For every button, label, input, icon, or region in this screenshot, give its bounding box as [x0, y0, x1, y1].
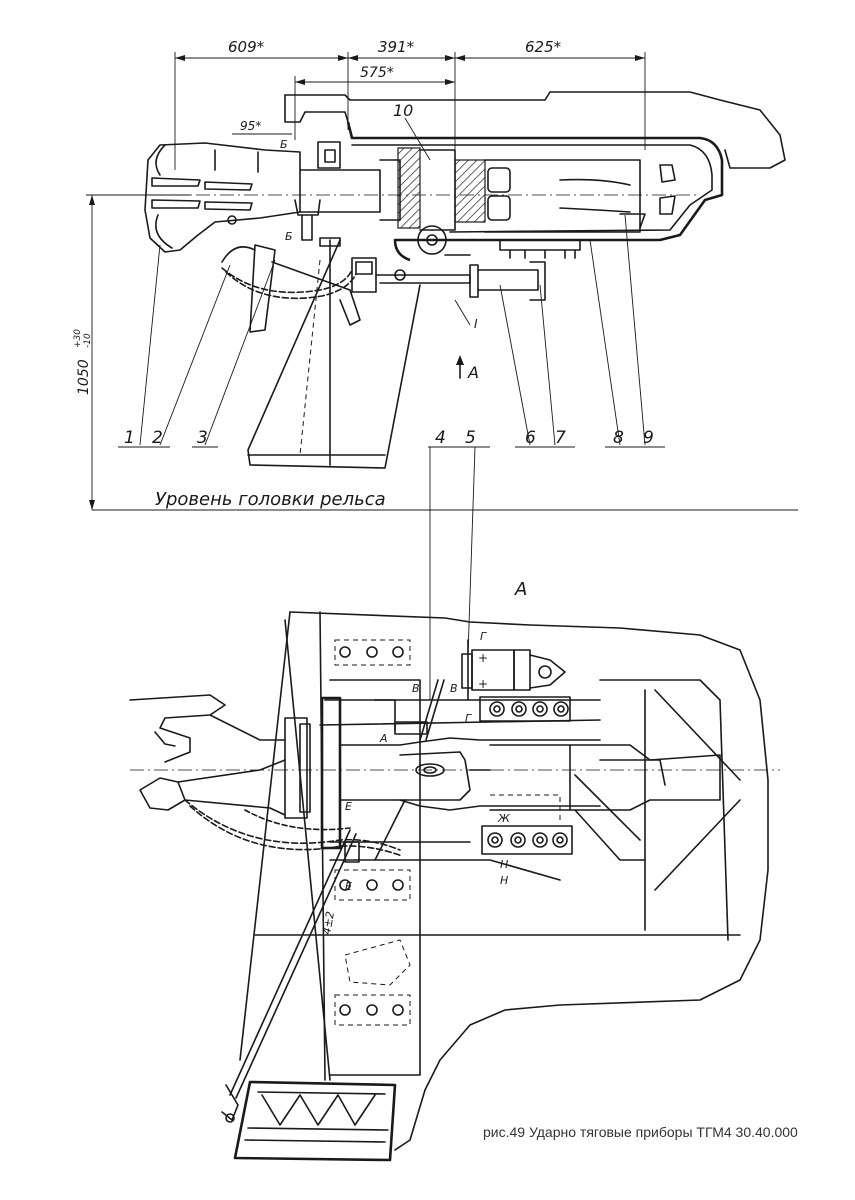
- dim-95: 95*: [240, 119, 261, 133]
- plus-mark-1: +: [478, 651, 488, 665]
- leader-lines: [118, 117, 665, 448]
- callout-9: 9: [643, 428, 654, 448]
- uncoupling-rod: [221, 799, 406, 1123]
- callout-4: 4: [435, 428, 446, 448]
- side-elevation-view: 609* 391* 625* 575* 95* 1050 +30 -10: [73, 38, 798, 511]
- uncoupling-mechanism: [221, 199, 546, 333]
- mark-g2: Г: [465, 712, 472, 725]
- draft-gear: [397, 147, 676, 255]
- coupler-head: [144, 142, 401, 253]
- section-marks-top: Б Б I A: [280, 138, 479, 382]
- callout-6: 6: [525, 428, 536, 448]
- callout-1: 1: [124, 428, 135, 448]
- dimension-lines: [86, 52, 646, 510]
- step-plate: [247, 239, 421, 469]
- safety-chain-plan: [184, 799, 403, 857]
- mark-n2: Н: [500, 874, 508, 887]
- view-a-title: A: [514, 579, 527, 600]
- dim-1050-tol-bottom: -10: [83, 333, 93, 348]
- mark-g1: Г: [480, 630, 487, 643]
- lower-brackets: [499, 239, 581, 259]
- callout-numbers: 1 2 3 4 5 6 7 8 9 10: [124, 101, 654, 448]
- mark-e2: Е: [345, 880, 352, 893]
- dim-625: 625*: [525, 38, 562, 56]
- step-plan: [233, 1080, 397, 1162]
- mark-v2: В: [450, 682, 458, 695]
- bolt-group-lower: [481, 825, 573, 855]
- dim-1050-tol-top: +30: [73, 329, 83, 348]
- mark-zh: Ж: [497, 812, 511, 825]
- figure-caption: рис.49 Ударно тяговые приборы ТГМ4 30.40…: [483, 1124, 798, 1140]
- mark-a1: А: [379, 732, 388, 745]
- mark-e1: Е: [345, 800, 352, 813]
- plan-view-a: + +: [129, 446, 780, 1162]
- node-mark-I: I: [474, 317, 478, 331]
- callout-8: 8: [613, 428, 624, 448]
- safety-chain: [221, 267, 357, 299]
- view-arrow-a-head: [456, 355, 464, 365]
- lever-assembly: + +: [374, 639, 566, 741]
- frame-outline: [284, 91, 786, 262]
- callout-2: 2: [152, 428, 163, 448]
- dim-575: 575*: [360, 65, 394, 81]
- rail-level-label: Уровень головки рельса: [155, 489, 386, 510]
- plus-mark-2: +: [478, 677, 488, 691]
- section-marks-plan: Г Г В В А Е Е Ж Н Н 4±2: [320, 630, 511, 936]
- hidden-outlines: [334, 639, 561, 1026]
- callout-7: 7: [555, 428, 566, 448]
- dim-609: 609*: [228, 38, 265, 56]
- callout-3: 3: [197, 428, 208, 448]
- dim-1050: 1050: [76, 359, 92, 395]
- dimension-labels: 609* 391* 625* 575* 95* 1050 +30 -10: [73, 38, 562, 395]
- bolt-group-upper: [479, 696, 571, 722]
- mark-b-low: Б: [285, 230, 293, 243]
- mark-b-top: Б: [280, 138, 288, 151]
- mark-gap: 4±2: [320, 910, 337, 935]
- view-arrow-a-label: A: [467, 363, 479, 382]
- mark-n1: Н: [500, 858, 508, 871]
- callout-10: 10: [393, 101, 413, 120]
- mark-v1: В: [412, 682, 420, 695]
- callout-5: 5: [465, 428, 476, 448]
- dim-391: 391*: [378, 38, 415, 56]
